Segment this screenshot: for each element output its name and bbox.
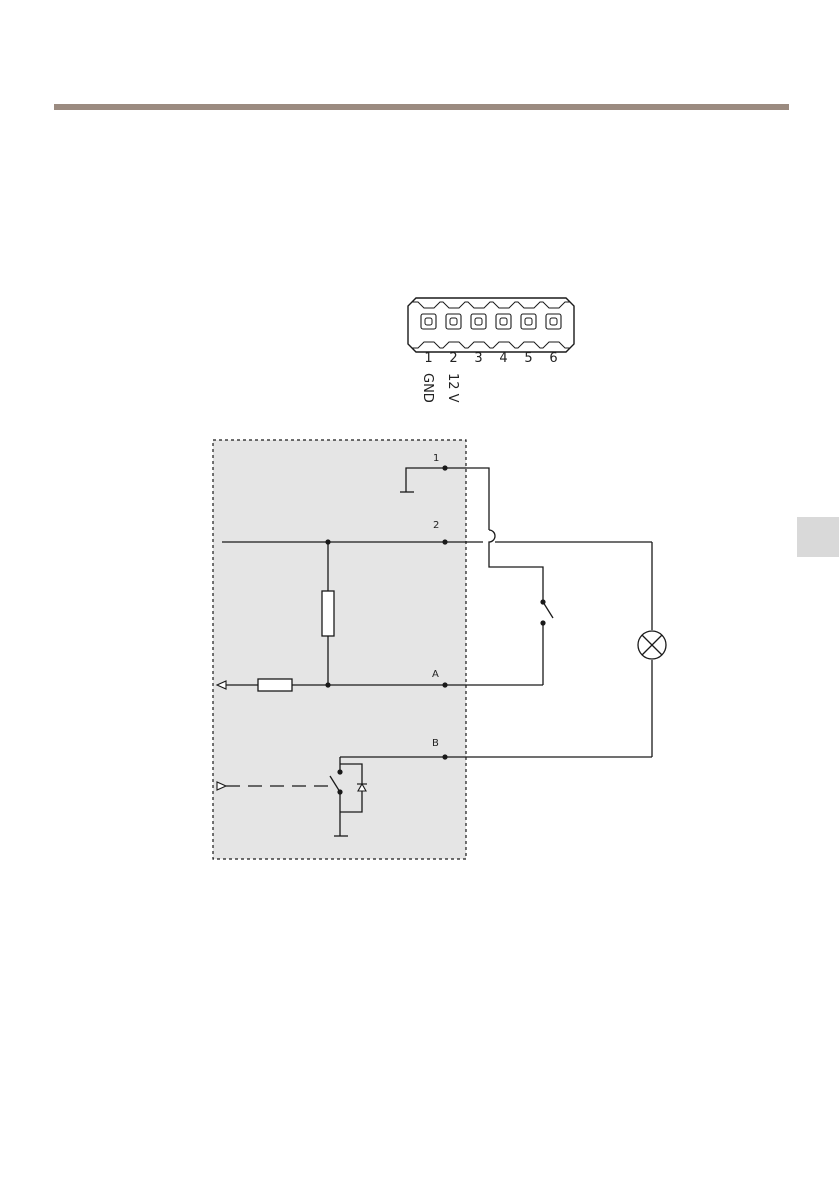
terminal-block-connector: 1 2 3 4 5 6 GND 12 V xyxy=(408,298,574,403)
pin-number-5: 5 xyxy=(524,351,532,366)
series-resistor xyxy=(258,679,292,691)
pin-signal-2: 12 V xyxy=(445,373,460,403)
node-label-b: B xyxy=(432,738,439,749)
pin-number-2: 2 xyxy=(449,351,457,366)
pin-number-4: 4 xyxy=(499,351,507,366)
pin-number-1: 1 xyxy=(424,351,432,366)
pull-up-resistor xyxy=(322,591,334,636)
pin-signal-1: GND xyxy=(420,373,435,403)
pin-number-6: 6 xyxy=(549,351,557,366)
lamp-icon xyxy=(638,631,666,659)
node-label-1: 1 xyxy=(433,453,439,464)
node-label-2: 2 xyxy=(433,520,439,531)
pin-number-3: 3 xyxy=(474,351,482,366)
node-label-a: A xyxy=(432,669,439,680)
